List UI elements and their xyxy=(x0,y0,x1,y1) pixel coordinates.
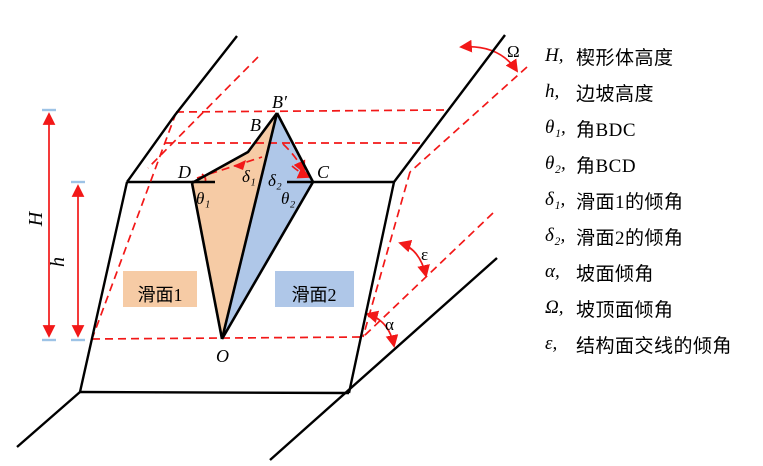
legend-label: 结构面交线的倾角 xyxy=(576,335,733,357)
legend-symbol: δ₂, xyxy=(545,225,566,246)
intersection-line-Bprime-O xyxy=(220,112,279,340)
legend-label: 角BCD xyxy=(576,155,637,177)
legend-item: ε, 结构面交线的倾角 xyxy=(545,326,760,362)
legend-symbol: Ω, xyxy=(545,297,564,318)
epsilon-angle-arc xyxy=(398,240,430,278)
bprime-level-line xyxy=(175,109,447,113)
legend-symbol: h, xyxy=(545,81,560,102)
point-label-o: O xyxy=(216,346,229,366)
face1-label: 滑面1 xyxy=(138,285,183,305)
angle-label-alpha: α xyxy=(385,315,394,334)
legend-item: α, 坡面倾角 xyxy=(545,254,760,290)
right-slope-edge xyxy=(347,181,396,394)
face1-label-box xyxy=(123,271,197,307)
angle-label-theta1: θ₁ xyxy=(196,189,210,208)
legend-item: δ₁, 滑面1的倾角 xyxy=(545,182,760,218)
legend-item: θ₂, 角BCD xyxy=(545,146,760,182)
legend-item: H, 楔形体高度 xyxy=(545,38,760,74)
omega-reference-line xyxy=(409,66,528,173)
theta2-angle-arc xyxy=(291,165,311,179)
point-label-b: B xyxy=(250,115,261,135)
alpha-angle-arc xyxy=(365,310,399,348)
sliding-plane-2 xyxy=(222,113,313,339)
legend-symbol: θ₁, xyxy=(545,117,566,138)
o-level-line xyxy=(91,336,364,340)
point-label-c: C xyxy=(317,162,330,182)
sliding-plane-1 xyxy=(192,113,277,339)
edge-Bprime-C xyxy=(275,112,315,183)
legend-symbol: α, xyxy=(545,261,560,282)
point-label-bprime: B′ xyxy=(272,92,288,112)
dimension-label-H: H xyxy=(25,210,47,227)
edge-C-O xyxy=(220,181,315,340)
legend-label: 边坡高度 xyxy=(576,83,655,105)
angle-label-omega: Ω xyxy=(507,42,520,61)
upper-trace-line xyxy=(147,56,259,169)
left-slope-edge xyxy=(78,181,129,393)
legend-label: 滑面1的倾角 xyxy=(576,191,684,213)
dimension-ticks xyxy=(42,108,85,342)
legend-item: Ω, 坡顶面倾角 xyxy=(545,290,760,326)
legend-item: θ₁, 角BDC xyxy=(545,110,760,146)
bottom-left-diagonal xyxy=(16,391,81,448)
delta1-arrowhead xyxy=(233,160,246,170)
legend-symbol: δ₁, xyxy=(545,189,566,210)
legend-item: δ₂, 滑面2的倾角 xyxy=(545,218,760,254)
construction-lines xyxy=(91,56,528,340)
legend: H, 楔形体高度 h, 边坡高度 θ₁, 角BDC θ₂, 角BCD δ₁, 滑… xyxy=(545,38,760,362)
legend-label: 滑面2的倾角 xyxy=(576,227,684,249)
toe-line xyxy=(79,390,350,395)
edge-D-O xyxy=(190,182,224,340)
legend-label: 坡面倾角 xyxy=(576,263,655,285)
wedge-edges xyxy=(190,112,315,340)
legend-label: 楔形体高度 xyxy=(576,47,674,69)
bottom-right-diagonal xyxy=(269,257,498,461)
face2-label: 滑面2 xyxy=(292,285,337,305)
legend-item: h, 边坡高度 xyxy=(545,74,760,110)
angle-label-epsilon: ε xyxy=(421,245,428,264)
slope-outline xyxy=(16,34,506,461)
edge-D-Bprime xyxy=(191,112,279,185)
angle-label-delta2: δ₂ xyxy=(268,171,282,190)
face2-label-box xyxy=(275,271,354,307)
angle-label-delta1: δ₁ xyxy=(242,167,256,186)
dimension-label-h: h xyxy=(47,257,69,267)
intersection-extension-line xyxy=(362,171,411,338)
legend-symbol: ε, xyxy=(545,333,558,354)
top-right-edge xyxy=(393,34,506,183)
legend-label: 坡顶面倾角 xyxy=(576,299,674,321)
slope-face-trace-line xyxy=(91,112,177,340)
angle-label-theta2: θ₂ xyxy=(281,189,295,208)
legend-symbol: H, xyxy=(545,45,564,66)
point-label-d: D xyxy=(177,162,191,182)
top-left-edge xyxy=(126,35,238,183)
legend-label: 角BDC xyxy=(576,119,637,141)
legend-symbol: θ₂, xyxy=(545,153,566,174)
delta1-reference-line xyxy=(196,156,263,179)
